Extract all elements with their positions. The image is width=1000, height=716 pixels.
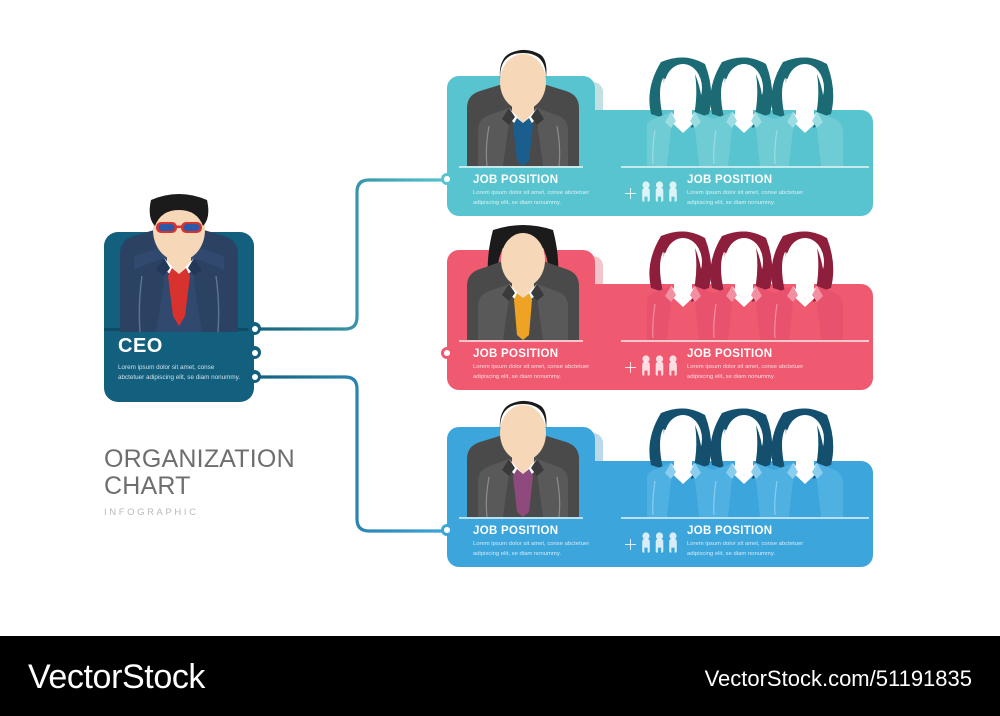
title-subtitle: INFOGRAPHIC [104,506,199,518]
team-info[interactable]: JOB POSITION Lorem ipsum dolor sit amet,… [687,525,827,559]
manager-description: Lorem ipsum dolor sit amet, conse abctet… [473,190,590,206]
manager-avatar-man-blue-tie [463,48,583,166]
manager-info[interactable]: JOB POSITION Lorem ipsum dolor sit amet,… [473,348,613,382]
manager-avatar-man-purple-tie [463,399,583,517]
vectorstock-url: VectorStock.com/51191835 [704,666,972,691]
team-divider [621,166,869,168]
manager-info[interactable]: JOB POSITION Lorem ipsum dolor sit amet,… [473,174,613,208]
infographic-canvas: CEO Lorem ipsum dolor sit amet, conse ab… [104,49,873,567]
ceo-node[interactable]: CEO Lorem ipsum dolor sit amet, conse ab… [104,192,261,407]
team-avatar-three-women [647,407,843,517]
ceo-title: CEO [118,335,163,357]
team-divider [621,340,869,342]
manager-avatar-woman-orange-tie [463,222,583,340]
team-divider [621,517,869,519]
ceo-description: Lorem ipsum dolor sit amet, conse abctet… [118,364,241,381]
team-info[interactable]: JOB POSITION Lorem ipsum dolor sit amet,… [687,174,827,208]
manager-job-title: JOB POSITION [473,348,559,360]
team-description: Lorem ipsum dolor sit amet, conse abctet… [687,364,804,380]
team-job-title: JOB POSITION [687,525,773,537]
ceo-nub-3[interactable] [248,370,261,383]
team-avatar-three-women [647,56,843,166]
manager-job-title: JOB POSITION [473,174,559,186]
connector-path-blue [252,375,447,533]
ceo-nub-2[interactable] [248,346,261,359]
manager-description: Lorem ipsum dolor sit amet, conse abctet… [473,364,590,380]
manager-divider [459,166,583,168]
title-line-1: ORGANIZATION [104,445,295,473]
team-job-title: JOB POSITION [687,348,773,360]
team-avatar-three-women [647,230,843,340]
team-count-indicator [625,180,681,204]
team-count-indicator [625,531,681,555]
manager-divider [459,517,583,519]
team-job-title: JOB POSITION [687,174,773,186]
team-description: Lorem ipsum dolor sit amet, conse abctet… [687,541,804,557]
title-line-2: CHART [104,471,191,500]
manager-divider [459,340,583,342]
manager-description: Lorem ipsum dolor sit amet, conse abctet… [473,541,590,557]
row-connector-dot[interactable] [441,173,453,185]
chart-title-block: ORGANIZATION CHART INFOGRAPHIC [104,446,364,518]
org-row-3[interactable]: JOB POSITION Lorem ipsum dolor sit amet,… [441,400,873,567]
row-connector-dot[interactable] [441,524,453,536]
people-group-icon [641,355,681,377]
plus-icon [625,539,636,550]
org-row-1[interactable]: JOB POSITION Lorem ipsum dolor sit amet,… [441,49,873,216]
watermark-footer: VectorStock VectorStock.com/51191835 [0,636,1000,716]
people-group-icon [641,532,681,554]
team-description: Lorem ipsum dolor sit amet, conse abctet… [687,190,804,206]
people-group-icon [641,181,681,203]
connector-path-teal [252,178,447,331]
plus-icon [625,362,636,373]
org-row-2[interactable]: JOB POSITION Lorem ipsum dolor sit amet,… [441,225,873,390]
team-count-indicator [625,354,681,378]
team-info[interactable]: JOB POSITION Lorem ipsum dolor sit amet,… [687,348,827,382]
connector-lines [252,178,447,533]
row-connector-dot[interactable] [441,347,453,359]
vectorstock-logo: VectorStock [28,658,206,696]
plus-icon [625,188,636,199]
ceo-avatar [110,192,248,332]
ceo-nub-1[interactable] [248,322,261,335]
manager-info[interactable]: JOB POSITION Lorem ipsum dolor sit amet,… [473,525,613,559]
manager-job-title: JOB POSITION [473,525,559,537]
